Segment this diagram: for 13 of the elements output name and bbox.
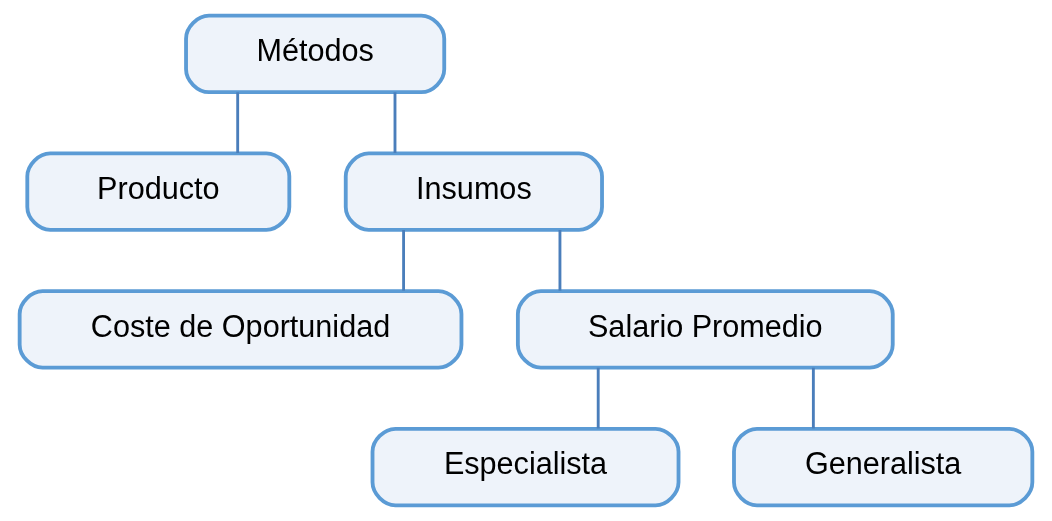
node-box: Especialista: [370, 426, 681, 508]
connector: [236, 92, 240, 153]
node-box: Producto: [25, 151, 292, 232]
connector: [811, 367, 815, 429]
node-box: Coste de Oportunidad: [17, 289, 464, 370]
node-box: Métodos: [184, 13, 447, 95]
connector: [393, 92, 397, 153]
connector: [402, 230, 406, 291]
connector: [596, 367, 600, 429]
node-box: Generalista: [732, 426, 1035, 508]
node-box: Salario Promedio: [515, 289, 895, 370]
node-box: Insumos: [343, 151, 604, 232]
connector: [558, 230, 562, 291]
